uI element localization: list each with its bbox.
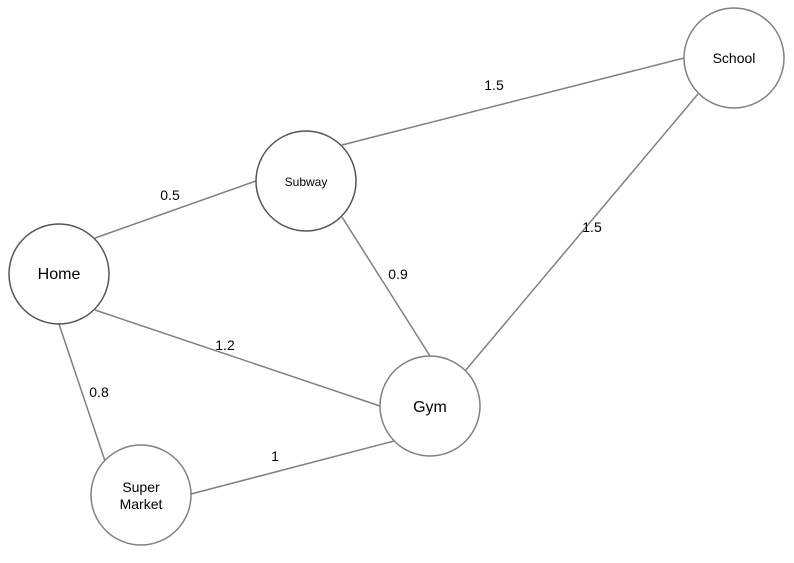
edge-label-home-gym: 1.2 bbox=[215, 337, 235, 353]
node-label-subway: Subway bbox=[285, 175, 328, 189]
node-label-supermarket-line1: Super bbox=[122, 479, 160, 495]
node-label-supermarket-line2: Market bbox=[120, 496, 163, 512]
node-home: Home bbox=[8, 223, 110, 325]
edge-label-school-gym: 1.5 bbox=[582, 219, 602, 235]
edge-label-supermarket-gym: 1 bbox=[271, 448, 279, 464]
edge-subway-gym bbox=[341, 216, 431, 357]
node-label-gym: Gym bbox=[413, 399, 447, 416]
node-supermarket: Super Market bbox=[90, 444, 192, 546]
node-subway: Subway bbox=[255, 130, 357, 232]
edge-home-gym bbox=[94, 309, 381, 407]
node-label-school: School bbox=[713, 50, 756, 66]
edge-label-subway-school: 1.5 bbox=[484, 77, 504, 93]
edge-supermarket-gym bbox=[190, 440, 395, 495]
edge-subway-school bbox=[341, 57, 685, 146]
node-school: School bbox=[683, 7, 785, 109]
edge-label-subway-gym: 0.9 bbox=[388, 266, 408, 282]
edge-label-home-supermarket: 0.8 bbox=[89, 384, 109, 400]
edge-label-home-subway: 0.5 bbox=[160, 187, 180, 203]
edge-school-gym bbox=[464, 93, 699, 372]
edge-home-subway bbox=[94, 180, 257, 239]
node-label-home: Home bbox=[38, 266, 81, 283]
node-gym: Gym bbox=[379, 355, 481, 457]
edge-home-supermarket bbox=[58, 323, 106, 462]
